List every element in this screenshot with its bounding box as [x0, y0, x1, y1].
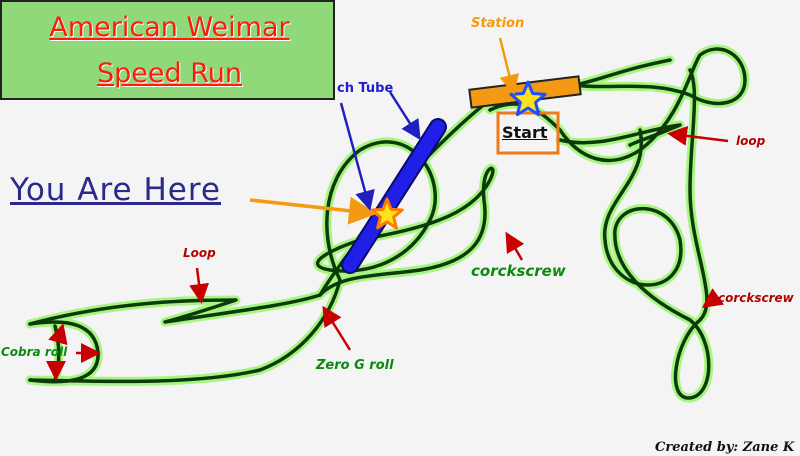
start-label: Start [502, 123, 548, 142]
you-are-here-label: You Are Here [10, 172, 222, 208]
cobra-roll-label: Cobra roll [1, 345, 68, 359]
credit-text: Created by: Zane K [655, 440, 795, 455]
title-line-2: Speed Run [97, 58, 242, 89]
launch-tube-arrow-b [388, 91, 421, 141]
loop-right-label: loop [736, 134, 766, 148]
station-label: Station [471, 16, 525, 31]
you-are-here-arrow [249, 196, 377, 225]
launch-tube-label: ch Tube [337, 81, 394, 96]
loop-right-arrow [667, 125, 729, 146]
launch-tube [341, 118, 447, 274]
title-line-1: American Weimar [49, 12, 290, 43]
launch-tube-arrow-a [339, 102, 375, 211]
cobra-roll-arrow-up [48, 323, 68, 346]
zero-g-roll-arrow [322, 305, 352, 351]
corkscrew-center-label: corckscrew [471, 262, 566, 280]
zero-g-roll-label: Zero G roll [316, 358, 394, 373]
station-arrow [498, 37, 520, 95]
corkscrew-right-label: corckscrew [718, 291, 794, 305]
loop-left-arrow [189, 267, 209, 304]
loop-left-label: Loop [183, 246, 216, 260]
corkscrew-right-arrow [701, 288, 725, 308]
corkscrew-center-arrow [505, 231, 525, 261]
start-box [496, 111, 560, 155]
annotation-arrows [46, 37, 729, 381]
title-box: American Weimar Speed Run [0, 0, 335, 100]
